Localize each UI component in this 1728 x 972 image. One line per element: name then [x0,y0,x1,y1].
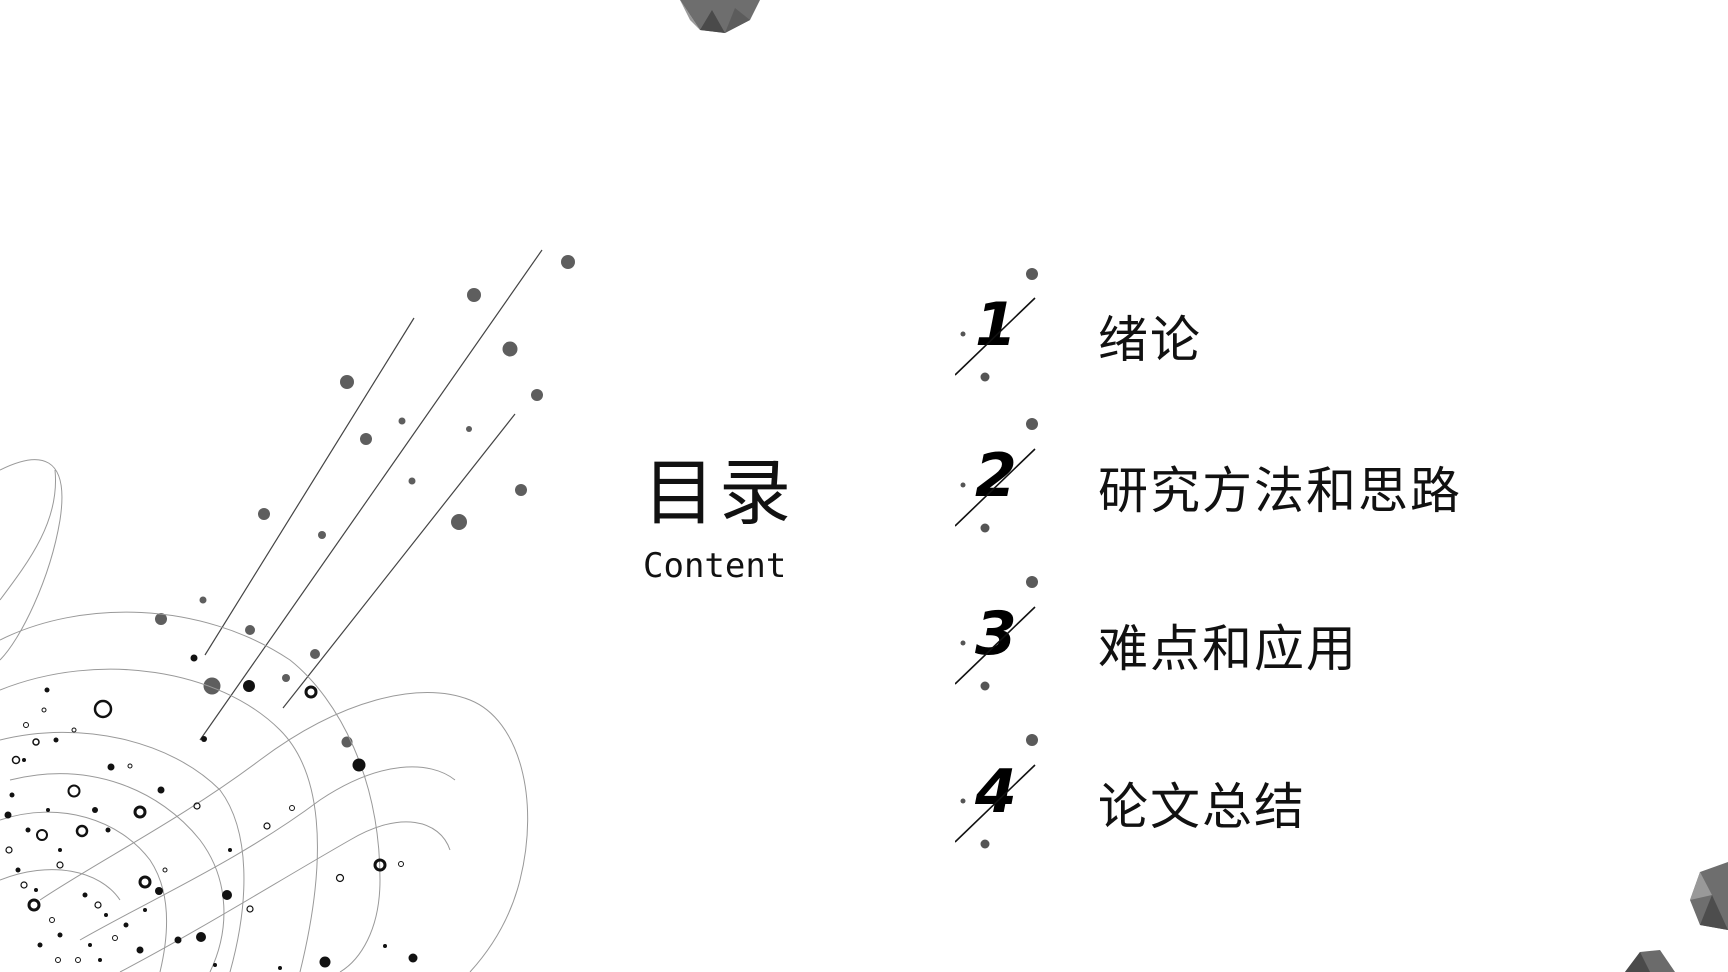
network-nodes-hollow [5,685,404,963]
polyhedron-bottom-right [1625,950,1675,972]
polyhedron-right [1690,862,1728,930]
toc-label: 难点和应用 [1098,620,1358,678]
slash-icon [955,764,1036,849]
toc-item-4[interactable]: 4 论文总结 [955,757,1555,867]
toc-label: 论文总结 [1098,778,1306,836]
toc-label: 绪论 [1098,311,1202,369]
slash-icon [955,297,1036,382]
polyhedron-top [680,0,760,33]
network-nodes-filled [4,654,418,970]
network-curves [0,459,529,972]
toc-item-3[interactable]: 3 难点和应用 [955,599,1555,709]
title-block: 目录 Content [643,452,793,586]
floating-dots [155,255,575,748]
toc-item-2[interactable]: 2 研究方法和思路 [955,441,1555,551]
toc-label: 研究方法和思路 [1098,462,1462,520]
toc-item-1[interactable]: 1 绪论 [955,290,1555,400]
page-subtitle: Content [643,546,787,586]
slash-icon [955,606,1036,691]
page-title: 目录 [643,451,796,535]
slash-icon [955,448,1036,533]
diagonal-lines [199,249,543,741]
